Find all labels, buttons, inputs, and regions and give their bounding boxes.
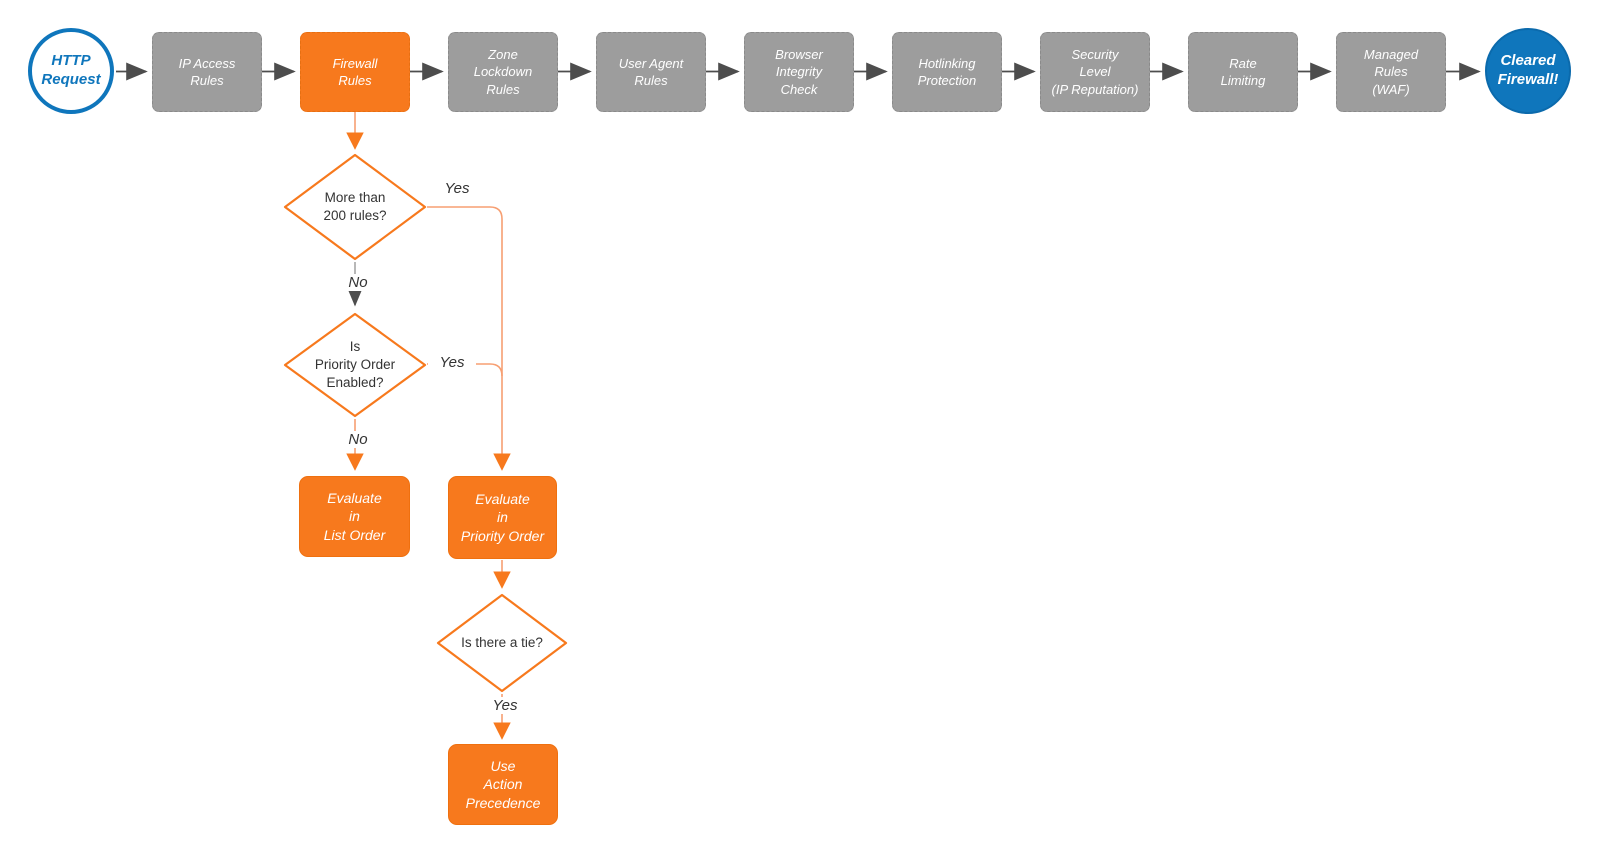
- decision-priority-order-enabled-label: Is Priority Order Enabled?: [314, 338, 396, 391]
- edge-label-rulescount-yes: Yes: [432, 180, 482, 197]
- edge-label-priority-no: No: [338, 431, 378, 448]
- node-security-level-label: Security Level (IP Reputation): [1051, 47, 1139, 97]
- decision-priority-order-enabled: Is Priority Order Enabled?: [283, 312, 427, 418]
- diamond-shape: [436, 593, 568, 693]
- decision-is-there-a-tie-label: Is there a tie?: [461, 634, 543, 650]
- node-user-agent-rules-label: User Agent Rules: [618, 55, 684, 88]
- decision-more-than-200-rules: More than 200 rules?: [283, 153, 427, 261]
- edge-label-tie-yes: Yes: [481, 697, 529, 714]
- node-hotlinking-protection-label: Hotlinking Protection: [917, 55, 977, 88]
- node-cleared-firewall: Cleared Firewall!: [1485, 28, 1571, 114]
- process-evaluate-in-priority-order-label: Evaluate in Priority Order: [460, 490, 545, 544]
- node-zone-lockdown-rules: Zone Lockdown Rules: [448, 32, 558, 112]
- node-rate-limiting-label: Rate Limiting: [1220, 55, 1266, 88]
- node-ip-access-rules-label: IP Access Rules: [178, 55, 236, 88]
- node-http-request-label: HTTP Request: [41, 52, 101, 88]
- node-firewall-rules-label: Firewall Rules: [332, 55, 378, 88]
- edge-rulescount-yes: [427, 206, 511, 471]
- process-evaluate-in-priority-order: Evaluate in Priority Order: [448, 476, 557, 559]
- node-user-agent-rules: User Agent Rules: [596, 32, 706, 112]
- process-evaluate-in-list-order: Evaluate in List Order: [299, 476, 410, 557]
- node-zone-lockdown-rules-label: Zone Lockdown Rules: [473, 47, 533, 97]
- edge-label-rulescount-no: No: [338, 274, 378, 291]
- edge-label-priority-yes: Yes: [428, 354, 476, 371]
- node-security-level: Security Level (IP Reputation): [1040, 32, 1150, 112]
- node-managed-rules-waf: Managed Rules (WAF): [1336, 32, 1446, 112]
- diamond-shape: [283, 312, 427, 418]
- process-use-action-precedence: Use Action Precedence: [448, 744, 558, 825]
- process-evaluate-in-list-order-label: Evaluate in List Order: [323, 489, 386, 543]
- node-cleared-firewall-label: Cleared Firewall!: [1497, 52, 1559, 88]
- process-use-action-precedence-label: Use Action Precedence: [465, 757, 541, 811]
- node-rate-limiting: Rate Limiting: [1188, 32, 1298, 112]
- node-firewall-rules: Firewall Rules: [300, 32, 410, 112]
- node-browser-integrity-check-label: Browser Integrity Check: [775, 47, 823, 97]
- decision-is-there-a-tie: Is there a tie?: [436, 593, 568, 693]
- diamond-shape: [283, 153, 427, 261]
- node-http-request: HTTP Request: [28, 28, 114, 114]
- node-ip-access-rules: IP Access Rules: [152, 32, 262, 112]
- node-browser-integrity-check: Browser Integrity Check: [744, 32, 854, 112]
- edge-priority-yes: [427, 363, 503, 377]
- decision-more-than-200-rules-label: More than 200 rules?: [323, 189, 387, 223]
- node-hotlinking-protection: Hotlinking Protection: [892, 32, 1002, 112]
- node-managed-rules-waf-label: Managed Rules (WAF): [1363, 47, 1419, 97]
